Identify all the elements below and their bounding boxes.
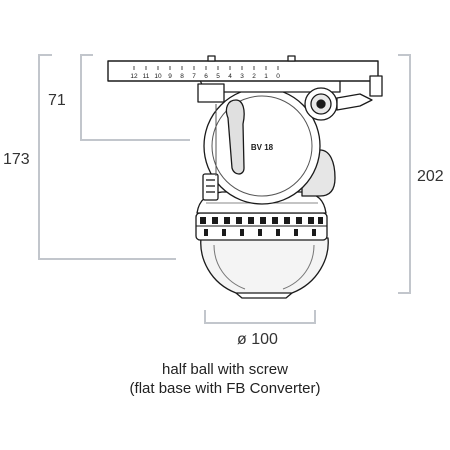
camera-plate	[107, 60, 379, 82]
scale-number: 6	[204, 73, 208, 80]
scale-number: 10	[154, 73, 162, 80]
dimension-bracket-total	[38, 54, 176, 260]
tilt-lever	[336, 93, 373, 111]
scale-number: 4	[228, 73, 232, 80]
tilt-knob-icon	[304, 87, 338, 121]
plate-top-pin-2	[287, 55, 296, 62]
dimension-label-upper: 71	[48, 92, 66, 109]
scale-number: 5	[216, 73, 220, 80]
leveling-ring-knurl	[200, 217, 323, 236]
plate-right-tab	[369, 75, 383, 97]
half-ball-inner-2	[282, 244, 315, 290]
dimension-label-full: 202	[417, 168, 444, 185]
scale-number: 1	[264, 73, 268, 80]
dimension-bracket-upper	[80, 54, 190, 141]
dimension-bracket-diameter	[204, 310, 316, 324]
plate-scale-numbers: 12 11 10 9 8 7 6 5 4 3 2 1 0	[130, 73, 280, 80]
scale-number: 8	[180, 73, 184, 80]
left-lock-knob	[202, 173, 219, 201]
scale-number: 2	[252, 73, 256, 80]
dimension-label-diameter: ø 100	[237, 331, 278, 348]
tripod-head: BV 18	[107, 55, 383, 299]
dimension-label-total: 173	[3, 151, 30, 168]
scale-number: 3	[240, 73, 244, 80]
plate-top-pin-1	[207, 55, 216, 62]
plate-scale	[133, 66, 279, 70]
caption-line-1: half ball with screw	[162, 361, 288, 378]
dimension-bracket-full	[398, 54, 411, 294]
half-ball-bottom	[235, 292, 293, 299]
model-label: BV 18	[251, 143, 274, 152]
caption-line-2: (flat base with FB Converter)	[129, 380, 321, 397]
scale-number: 0	[276, 73, 280, 80]
scale-number: 7	[192, 73, 196, 80]
scale-number: 11	[143, 73, 150, 80]
half-ball-inner	[213, 244, 246, 290]
dimension-lines	[38, 54, 411, 324]
scale-number: 12	[130, 73, 138, 80]
pan-lever	[225, 99, 245, 175]
scale-number: 9	[168, 73, 172, 80]
